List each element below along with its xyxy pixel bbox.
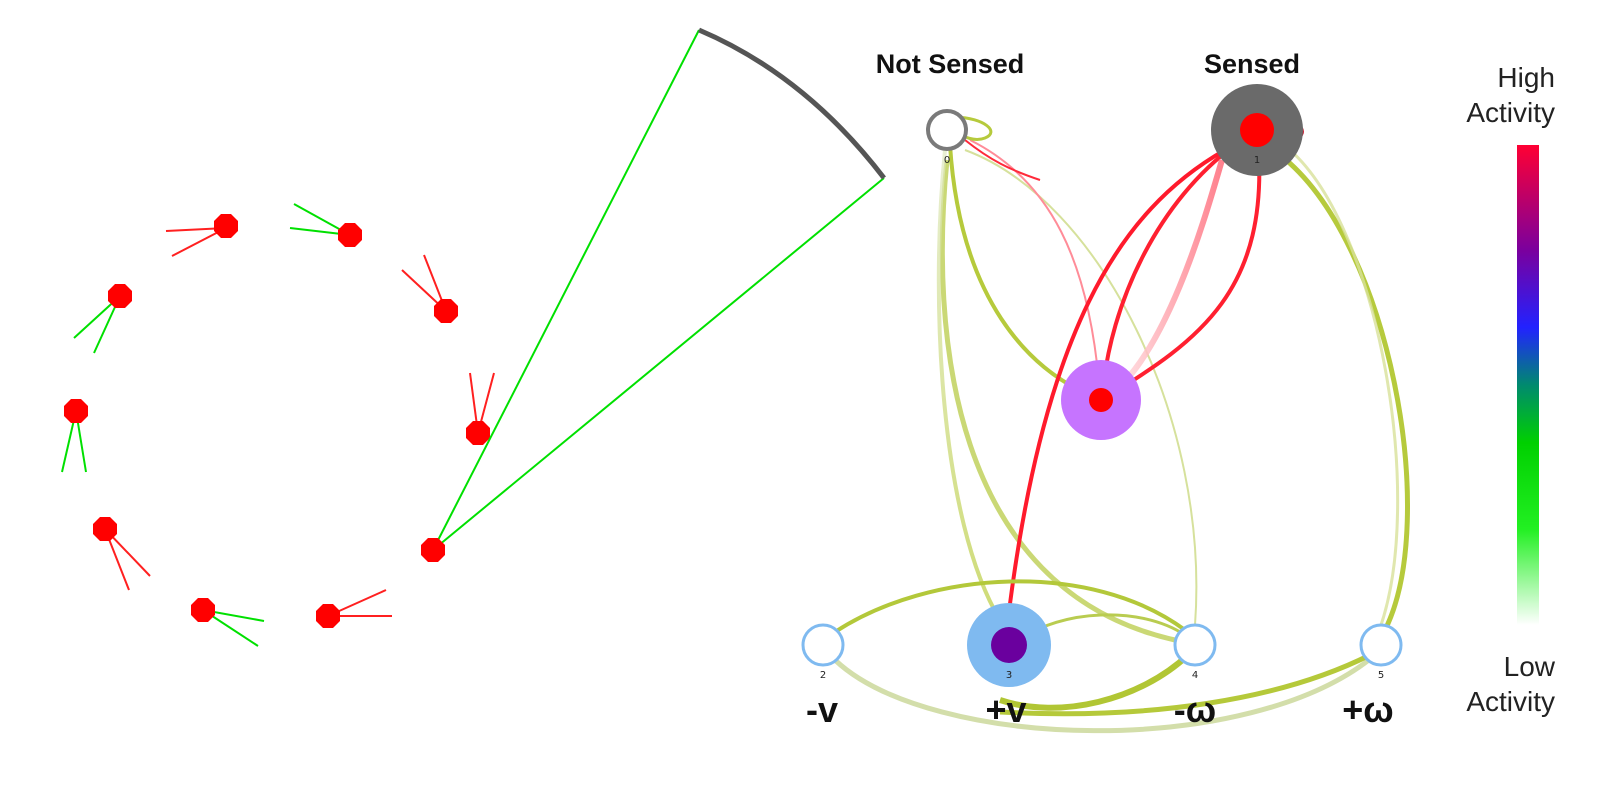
header-not-sensed: Not Sensed [876,49,1025,79]
activity-colorbar: High Activity Low Activity [1466,62,1555,717]
neuron-2-index: 2 [820,670,826,681]
colorbar-low-line2: Activity [1466,686,1555,717]
agent [401,254,458,323]
action-label-plus-omega: +ω [1342,689,1393,730]
neuron-0: 0 [926,109,968,166]
agent [61,399,88,473]
colorbar-low-line1: Low [1504,651,1556,682]
colorbar-gradient [1517,145,1539,625]
neuron-0-index: 0 [944,155,950,166]
agent [191,598,265,647]
action-label-minus-omega: -ω [1174,689,1216,730]
colorbar-high-line2: Activity [1466,97,1555,128]
header-sensed: Sensed [1204,49,1300,79]
neuron-4-index: 4 [1192,670,1198,681]
neuron-2: 2 [801,623,845,681]
agent-swarm [61,27,886,647]
action-label-minus-v: -v [806,689,838,730]
agent [466,372,495,445]
sensor-range-arc [698,27,886,180]
action-label-plus-v: +v [985,689,1026,730]
neuron-1-index: 1 [1254,155,1260,166]
neuron-5-index: 5 [1378,670,1384,681]
neuron-1: 1 [1211,84,1303,176]
agent [73,284,132,354]
neuron-4: 4 [1173,623,1217,681]
hidden-neuron [1061,360,1141,440]
agent [165,214,238,257]
agent [289,203,362,247]
network-nodes: 0 1 2 3 4 5 [801,84,1403,687]
neuron-3-index: 3 [1006,670,1012,681]
agent [316,589,392,628]
colorbar-high-line1: High [1497,62,1555,93]
agent-sensing [421,27,886,562]
agent [93,517,151,591]
neuron-3: 3 [967,603,1051,687]
neuron-5: 5 [1359,623,1403,681]
